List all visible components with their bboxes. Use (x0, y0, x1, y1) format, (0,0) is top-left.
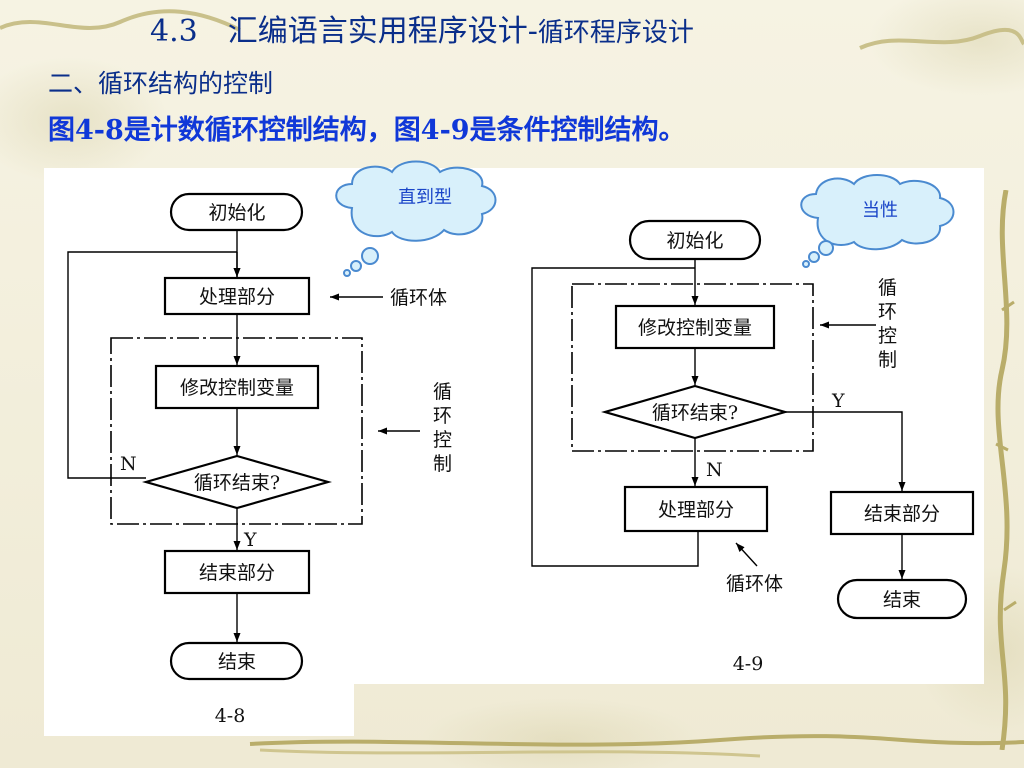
vine-decoration-bottom (249, 734, 1024, 758)
node-modify-4-9 (614, 304, 776, 350)
node-process-4-9 (623, 485, 769, 533)
figure-4-8-panel (44, 168, 354, 736)
page-title-sub: 循环程序设计 (537, 18, 694, 48)
control-region-4-9 (571, 283, 814, 452)
label-loop-body-4-9: 循环体 (726, 573, 783, 595)
node-init-4-8-label: 初始化 (208, 202, 265, 224)
node-decision-4-8-label: 循环结束? (194, 472, 280, 494)
label-loop-body-4-8: 循环体 (390, 287, 447, 309)
figure-4-9: 当性 初始化 修改控制变量 循 环 控 制 循环结束? N Y 处 (531, 174, 975, 675)
node-end-4-8 (169, 641, 304, 681)
figure-4-8: 直到型 初始化 处理部分 循环体 修改控制变量 循环结束? N 循 环 控 制 (67, 160, 497, 727)
node-modify-4-8-label: 修改控制变量 (180, 377, 294, 399)
cloud-callout-until: 直到型 (335, 160, 497, 277)
label-ctrl-4-9-4: 制 (878, 349, 897, 371)
label-ctrl-4-8-4: 制 (433, 453, 452, 475)
node-init-4-9-label: 初始化 (666, 230, 723, 252)
node-end-4-8-label: 结束 (218, 651, 256, 673)
loop-back-line-4-8 (67, 251, 237, 479)
page-title-main: 4.3 汇编语言实用程序设计- (150, 14, 538, 49)
section-heading: 二、循环结构的控制 (48, 69, 274, 98)
label-ctrl-4-9-2: 环 (878, 301, 897, 323)
node-end-part-4-9-label: 结束部分 (864, 503, 940, 525)
caption-4-8: 4-8 (215, 705, 246, 727)
node-end-4-9-label: 结束 (883, 589, 921, 611)
label-ctrl-4-8-1: 循 (433, 381, 452, 403)
node-end-part-4-8-label: 结束部分 (199, 562, 275, 584)
node-end-part-4-9 (829, 490, 975, 536)
label-y-4-8: Y (243, 529, 257, 551)
label-y-4-9: Y (831, 390, 845, 412)
label-n-4-8: N (120, 453, 137, 475)
node-process-4-8-label: 处理部分 (199, 286, 275, 308)
cloud-text-until: 直到型 (398, 187, 452, 208)
label-ctrl-4-8-3: 控 (433, 429, 452, 451)
node-end-4-9 (836, 578, 968, 620)
label-ctrl-4-8-2: 环 (433, 405, 452, 427)
label-ctrl-4-9-3: 控 (878, 325, 897, 347)
node-end-part-4-8 (163, 549, 311, 595)
cloud-text-while: 当性 (862, 200, 898, 221)
description-text: 图4-8是计数循环控制结构，图4-9是条件控制结构。 (48, 115, 686, 146)
vine-decoration-right (995, 190, 1017, 750)
loop-back-line-4-9 (531, 267, 699, 567)
node-process-4-8 (163, 276, 311, 316)
node-decision-4-9-label: 循环结束? (652, 402, 738, 424)
node-process-4-9-label: 处理部分 (658, 499, 734, 521)
node-modify-4-9-label: 修改控制变量 (638, 317, 752, 339)
page-title: 4.3 汇编语言实用程序设计-循环程序设计 (150, 6, 694, 50)
cloud-callout-while: 当性 (800, 174, 955, 268)
vine-decoration-top (0, 9, 1024, 50)
label-n-4-9: N (706, 459, 723, 481)
caption-4-9: 4-9 (733, 653, 764, 675)
label-ctrl-4-9-1: 循 (878, 277, 897, 299)
